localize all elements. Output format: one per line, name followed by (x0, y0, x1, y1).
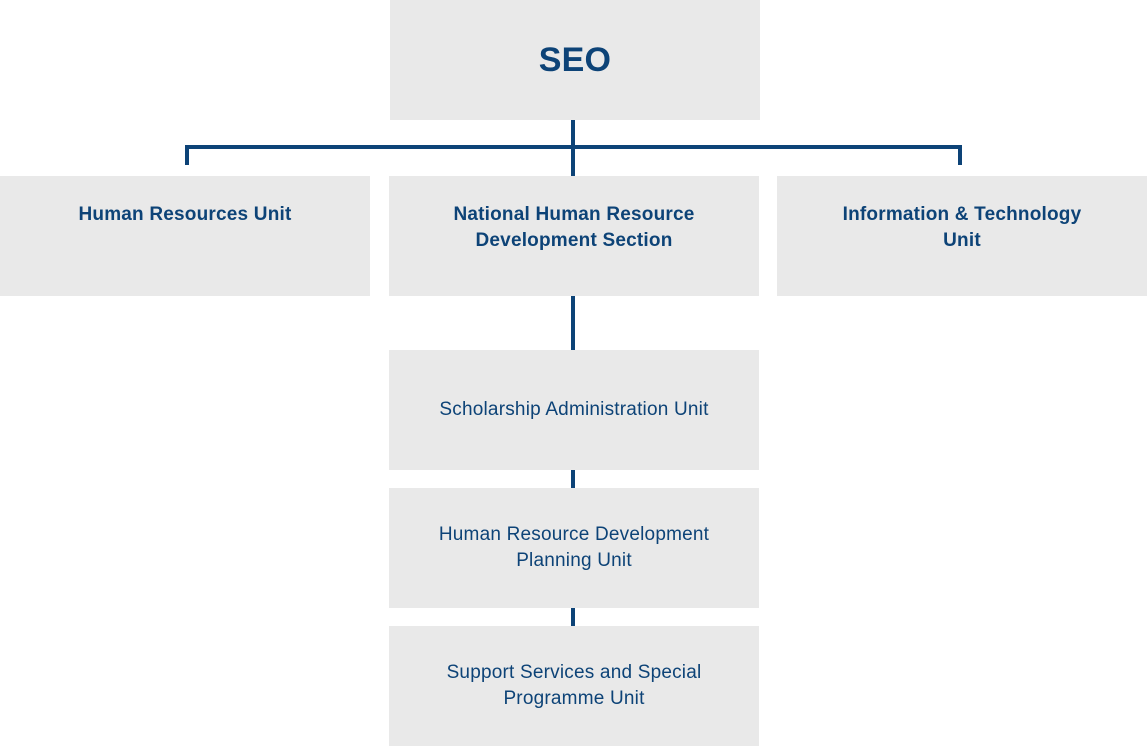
node-support-services-special-programme-unit: Support Services and Special Programme U… (389, 626, 759, 746)
node-national-hr-development-section: National Human Resource Development Sect… (389, 176, 759, 296)
connector-right-drop (958, 145, 962, 165)
node-hr-development-planning-unit: Human Resource Development Planning Unit (389, 488, 759, 608)
connector-left-drop (185, 145, 189, 165)
node-information-technology-unit: Information & Technology Unit (777, 176, 1147, 296)
connector-scholarship-to-planning (571, 470, 575, 488)
node-label: National Human Resource Development Sect… (453, 204, 695, 251)
connector-section-to-scholarship (571, 296, 575, 350)
node-label: Scholarship Administration Unit (439, 399, 709, 420)
node-label: Human Resource Development Planning Unit (438, 524, 710, 571)
node-label: SEO (538, 41, 612, 79)
connector-horizontal (185, 145, 962, 149)
node-human-resources-unit: Human Resources Unit (0, 176, 370, 296)
node-label: Human Resources Unit (78, 204, 292, 225)
node-scholarship-administration-unit: Scholarship Administration Unit (389, 350, 759, 470)
node-label: Support Services and Special Programme U… (446, 662, 702, 709)
node-label: Information & Technology Unit (842, 204, 1082, 251)
connector-planning-to-support (571, 608, 575, 626)
node-seo: SEO (390, 0, 760, 120)
